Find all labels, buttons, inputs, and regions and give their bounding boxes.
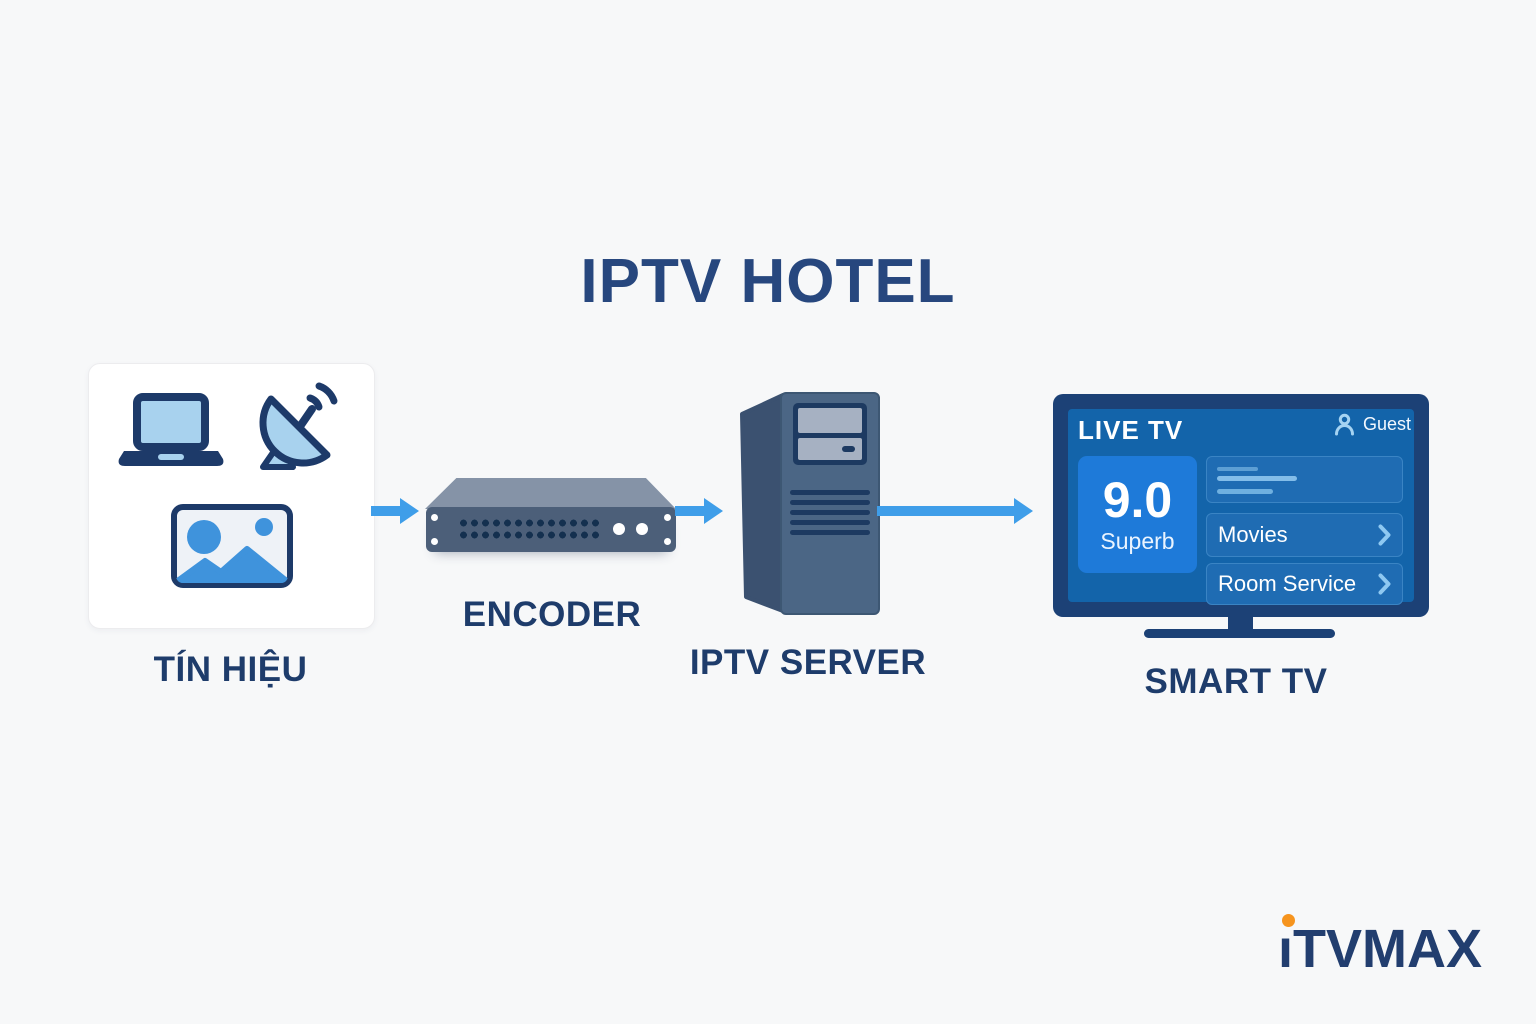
flow-arrow-server-to-tv (877, 498, 1033, 524)
power-button (842, 446, 855, 452)
tv-stand-base (1144, 629, 1335, 638)
drive-bay (798, 408, 862, 433)
flow-arrow-source-to-encoder (371, 498, 419, 524)
encoder-chassis-top (425, 478, 676, 509)
now-playing-card (1206, 456, 1403, 503)
image-icon (171, 504, 293, 588)
encoder-label: ENCODER (462, 595, 642, 634)
tv-menu-item-movies: Movies (1206, 513, 1403, 557)
screw-icon (664, 538, 671, 545)
vent-line (790, 500, 870, 505)
rating-card: 9.0 Superb (1078, 456, 1197, 573)
page-title: IPTV HOTEL (580, 247, 956, 316)
skeleton-line (1217, 489, 1273, 494)
logo-dot-icon (1282, 914, 1295, 927)
logo-i-stem: ı (1278, 919, 1294, 979)
rating-score: 9.0 (1102, 471, 1173, 528)
chevron-right-icon (1378, 573, 1391, 595)
encoder-round-port (636, 523, 648, 535)
chevron-right-icon (1378, 524, 1391, 546)
vent-line (790, 520, 870, 525)
tv-guest-account: Guest (1333, 413, 1411, 436)
skeleton-line (1217, 476, 1297, 481)
movies-label: Movies (1218, 522, 1288, 547)
itvmax-logo: ıTVMAX (1278, 906, 1482, 976)
tv-menu-item-room-service: Room Service (1206, 563, 1403, 605)
laptop-icon (118, 393, 224, 466)
logo-rest: TVMAX (1293, 919, 1483, 979)
encoder-port-grid (458, 517, 601, 541)
encoder-front-panel (426, 507, 676, 552)
vent-line (790, 490, 870, 495)
logo-text: ıTVMAX (1278, 906, 1482, 976)
screw-icon (664, 514, 671, 521)
iptv-server-tower (740, 392, 880, 615)
user-icon (1335, 413, 1354, 436)
satellite-dish-icon (259, 382, 338, 470)
vent-line (790, 530, 870, 535)
flow-arrow-encoder-to-server (675, 498, 723, 524)
vent-line (790, 510, 870, 515)
rating-caption: Superb (1100, 527, 1175, 554)
signal-sources-box (88, 363, 375, 629)
drive-bay (798, 438, 862, 460)
room-service-label: Room Service (1218, 571, 1357, 596)
encoder-round-port (613, 523, 625, 535)
source-label: TÍN HIỆU (153, 650, 308, 689)
skeleton-line (1217, 467, 1258, 471)
tv-stand-stem (1228, 615, 1253, 631)
tv-live-tv-heading: LIVE TV (1078, 415, 1184, 445)
screw-icon (431, 538, 438, 545)
server-label: IPTV SERVER (689, 643, 927, 682)
guest-label: Guest (1363, 414, 1412, 434)
smart-tv-label: SMART TV (1144, 662, 1328, 701)
screw-icon (431, 514, 438, 521)
